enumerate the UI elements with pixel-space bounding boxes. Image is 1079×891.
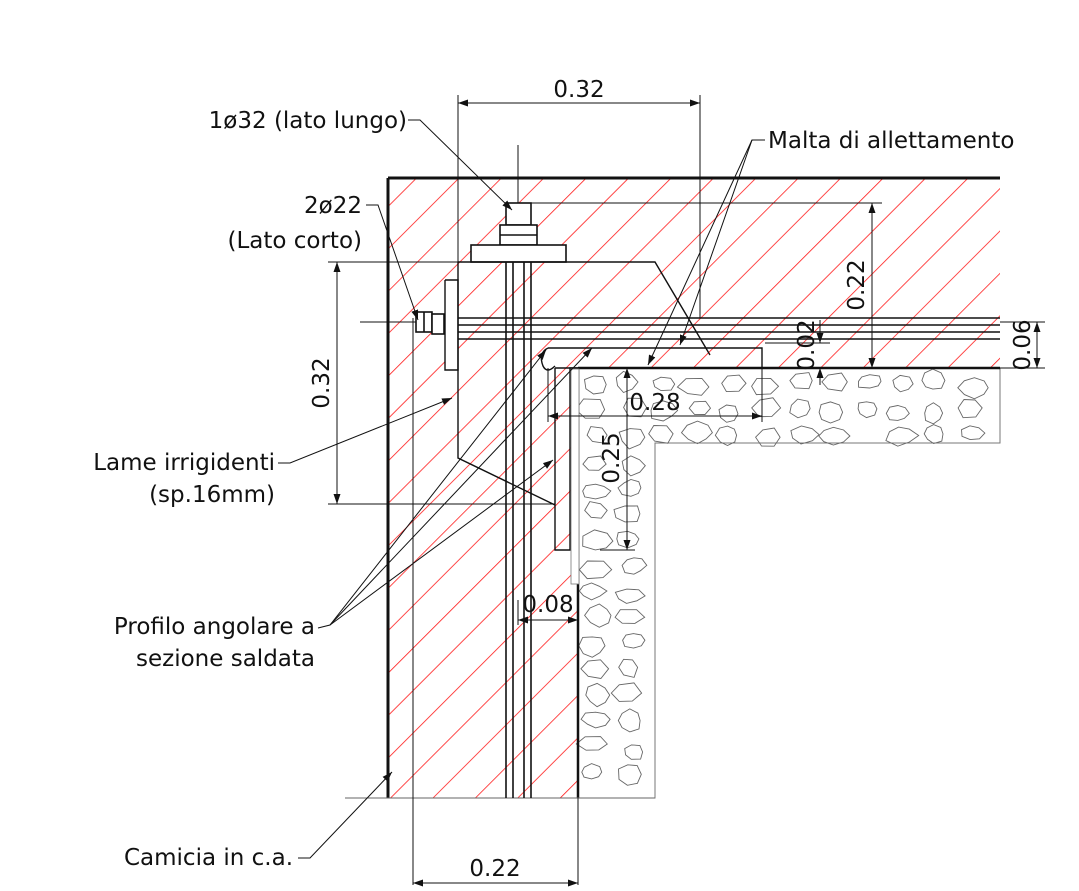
label-bar-short-line1: 2ø22 [304,193,362,219]
dimension-values: 0.32 0.32 0.22 0.02 0.06 0.28 0.25 0.08 … [309,77,1036,882]
stone-shape [580,659,610,679]
label-angle-line2: sezione saldata [136,646,315,672]
stone-shape [586,426,608,444]
masonry-stone-area [575,367,1001,799]
bolt-head-left [415,311,445,335]
stone-shape [618,428,646,450]
stone-shape [751,397,782,418]
dimension-lines [328,95,1045,887]
stone-shape [892,374,914,393]
label-bar-short-line2: (Lato corto) [227,228,362,254]
stone-shape [857,401,878,419]
stone-shape [923,424,944,444]
dim-top-width: 0.32 [553,77,604,103]
dim-angle-width: 0.28 [629,390,680,416]
stone-shape [621,557,648,575]
stone-shape [721,374,747,393]
stone-shape [714,425,738,447]
stone-shape [585,682,611,708]
stone-shape [582,529,614,551]
stone-shape [790,425,820,445]
bolt-head-top [470,202,567,263]
stone-shape [818,426,851,446]
stone-shape [621,455,646,477]
dim-right-small: 0.02 [794,319,820,370]
stone-shape [676,377,710,396]
dim-right-edge: 0.06 [1010,319,1036,370]
stone-shape [648,425,674,444]
label-plates-line1: Lame irrigidenti [93,450,275,476]
stone-shape [751,377,780,396]
stone-shape [821,372,848,392]
dim-bottom-width: 0.22 [469,856,520,882]
stone-shape [622,633,646,649]
leader-lines [278,119,765,859]
stone-shape [617,708,641,733]
stone-shape [957,399,983,419]
dim-right-height: 0.22 [844,259,870,310]
stone-shape [789,398,811,419]
stone-shape [616,530,640,549]
horizontal-rebar [360,317,1000,340]
stone-shape [615,370,639,394]
stone-shape [680,420,713,445]
stone-shape [610,682,643,702]
concrete-jacket [345,176,1000,799]
stone-shape [652,376,676,392]
vertical-rebar [412,145,579,885]
stone-shape [582,483,612,500]
label-plates-line2: (sp.16mm) [149,482,275,508]
stone-shape [755,427,781,447]
stone-shape [614,609,646,624]
angle-profile [540,347,763,585]
stone-shape [618,764,642,786]
dim-left-height: 0.32 [309,357,335,408]
stone-shape [618,658,639,678]
dim-gap: 0.08 [522,592,573,618]
label-mortar: Malta di allettamento [768,128,1014,154]
label-bar-long: 1ø32 (lato lungo) [209,108,407,134]
stone-shape [582,455,607,471]
stiffening-plates [444,261,711,506]
stone-shape [614,588,646,604]
label-jacket: Camicia in c.a. [124,845,293,871]
stone-shape [584,501,608,519]
stone-shape [789,372,813,390]
stone-shape [818,401,844,424]
stone-shape [580,711,611,729]
dim-angle-height: 0.25 [599,432,625,483]
stone-shape [961,425,986,441]
stone-shape [624,744,644,760]
stone-shape [885,405,910,421]
stone-shape [578,582,608,601]
stone-shape [584,603,612,628]
stone-shape [921,368,946,390]
stone-shape [957,377,989,400]
callouts: 1ø32 (lato lungo) 2ø22 (Lato corto) Malt… [93,108,1014,871]
stone-shape [858,374,882,389]
stone-shape [924,402,944,425]
stone-shape [617,479,642,497]
label-angle-line1: Profilo angolare a [114,614,315,640]
stone-shape [613,505,641,523]
stone-shape [581,763,603,780]
stone-shape [885,426,920,447]
stone-shape [584,375,607,395]
